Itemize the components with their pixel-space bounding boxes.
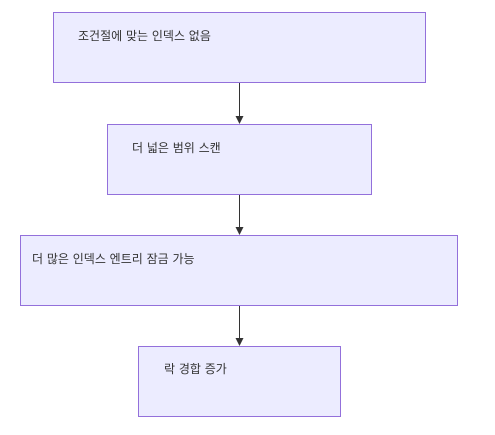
flow-node-wider-range-scan: 더 넓은 범위 스캔 bbox=[107, 124, 372, 195]
flow-node-no-matching-index: 조건절에 맞는 인덱스 없음 bbox=[53, 12, 426, 83]
flow-node-more-entries-locked: 더 많은 인덱스 엔트리 잠금 가능 bbox=[20, 235, 458, 306]
node-label: 락 경합 증가 bbox=[164, 362, 227, 376]
flow-node-lock-contention-increase: 락 경합 증가 bbox=[138, 346, 341, 417]
node-label: 더 넓은 범위 스캔 bbox=[132, 141, 221, 155]
node-label: 조건절에 맞는 인덱스 없음 bbox=[78, 29, 211, 43]
node-label: 더 많은 인덱스 엔트리 잠금 가능 bbox=[32, 252, 195, 266]
